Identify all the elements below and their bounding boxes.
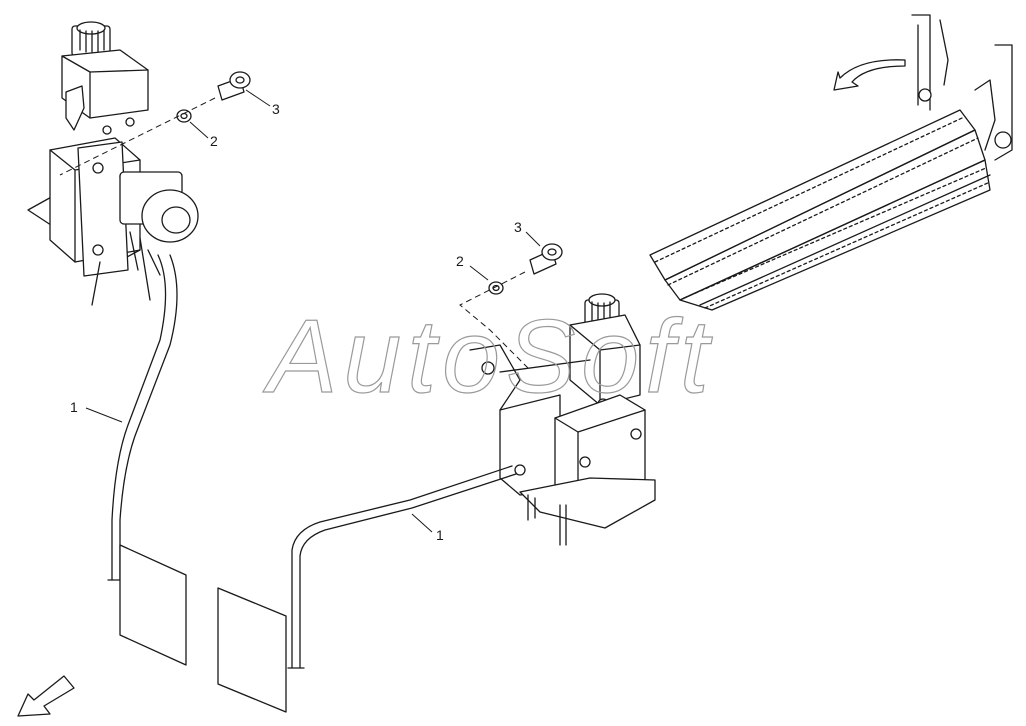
left-bracket <box>27 137 199 306</box>
right-pedal-arm <box>217 465 517 713</box>
feeder-chain-assembly <box>649 14 1013 311</box>
right-bracket <box>469 344 656 546</box>
watermark-text: AutoSoft <box>262 299 715 415</box>
callout-right-bolt-number: 3 <box>514 219 522 235</box>
left-bolt <box>217 71 251 101</box>
chain-links <box>654 117 991 309</box>
callout-left-washer-number: 2 <box>210 133 218 149</box>
left-pedal-arm <box>107 254 187 666</box>
callout-right-washer-number: 2 <box>456 253 464 269</box>
callout-right-pedal: 1 <box>411 513 444 543</box>
right-assembly-line <box>459 271 531 371</box>
left-switch <box>61 21 149 135</box>
callout-right-pedal-number: 1 <box>436 527 444 543</box>
callout-left-bolt-number: 3 <box>272 101 280 117</box>
right-washer <box>488 281 504 295</box>
callout-left-pedal-number: 1 <box>70 399 78 415</box>
left-assembly-line <box>59 97 216 176</box>
curved-arrow-icon <box>833 59 906 91</box>
callout-left-washer: 2 <box>189 121 218 149</box>
left-pedal-assembly <box>27 21 251 666</box>
right-switch <box>569 293 641 410</box>
front-direction-arrow-icon <box>17 675 75 717</box>
callout-left-pedal: 1 <box>70 399 123 423</box>
callout-right-bolt: 3 <box>514 219 541 247</box>
callout-left-bolt: 3 <box>245 89 280 117</box>
callout-right-washer: 2 <box>456 253 489 281</box>
right-bolt <box>529 243 563 275</box>
right-pedal-assembly <box>217 243 656 713</box>
